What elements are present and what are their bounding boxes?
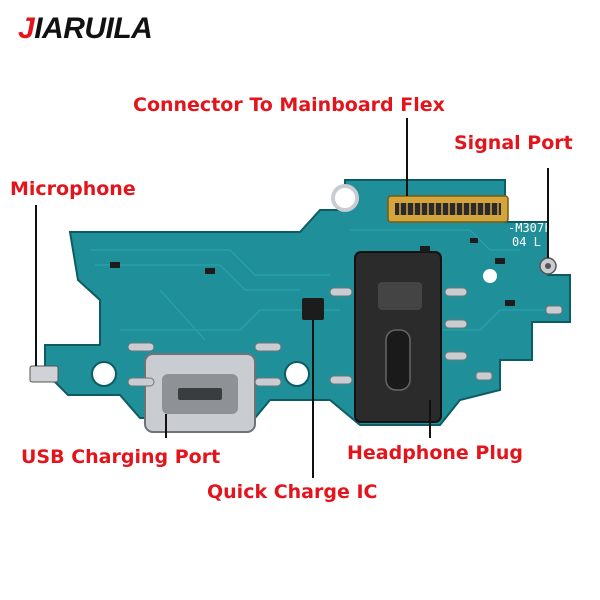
mount-hole-right	[483, 269, 497, 283]
headphone-jack-opening	[385, 329, 411, 391]
smd-components	[110, 238, 515, 306]
mount-hole-left	[91, 361, 117, 387]
label-signal-port: Signal Port	[454, 132, 573, 154]
microphone-component	[29, 365, 59, 383]
quick-charge-ic	[302, 298, 324, 320]
mount-hole-top	[331, 184, 359, 212]
brand-logo-initial: J	[18, 12, 35, 45]
leader-lines	[35, 118, 549, 478]
board-revision-text: 04 L	[512, 235, 541, 249]
brand-logo: JIARUILA	[18, 12, 153, 46]
pcb-traces	[90, 229, 545, 341]
solder-pads	[127, 287, 563, 387]
board-model-text: -M307F	[508, 221, 551, 235]
label-quick-charge-ic: Quick Charge IC	[207, 481, 378, 503]
label-headphone-plug: Headphone Plug	[347, 442, 523, 464]
label-microphone: Microphone	[10, 178, 136, 200]
signal-port-center	[545, 263, 551, 269]
label-usb-port: USB Charging Port	[21, 446, 221, 468]
brand-logo-text: IARUILA	[34, 12, 153, 45]
headphone-jack-top	[378, 282, 422, 310]
mount-hole-mid	[284, 361, 310, 387]
flex-connector-pins	[399, 203, 499, 215]
usb-port-tongue	[178, 388, 222, 400]
flex-connector-slot	[395, 203, 501, 215]
label-connector: Connector To Mainboard Flex	[133, 94, 445, 116]
